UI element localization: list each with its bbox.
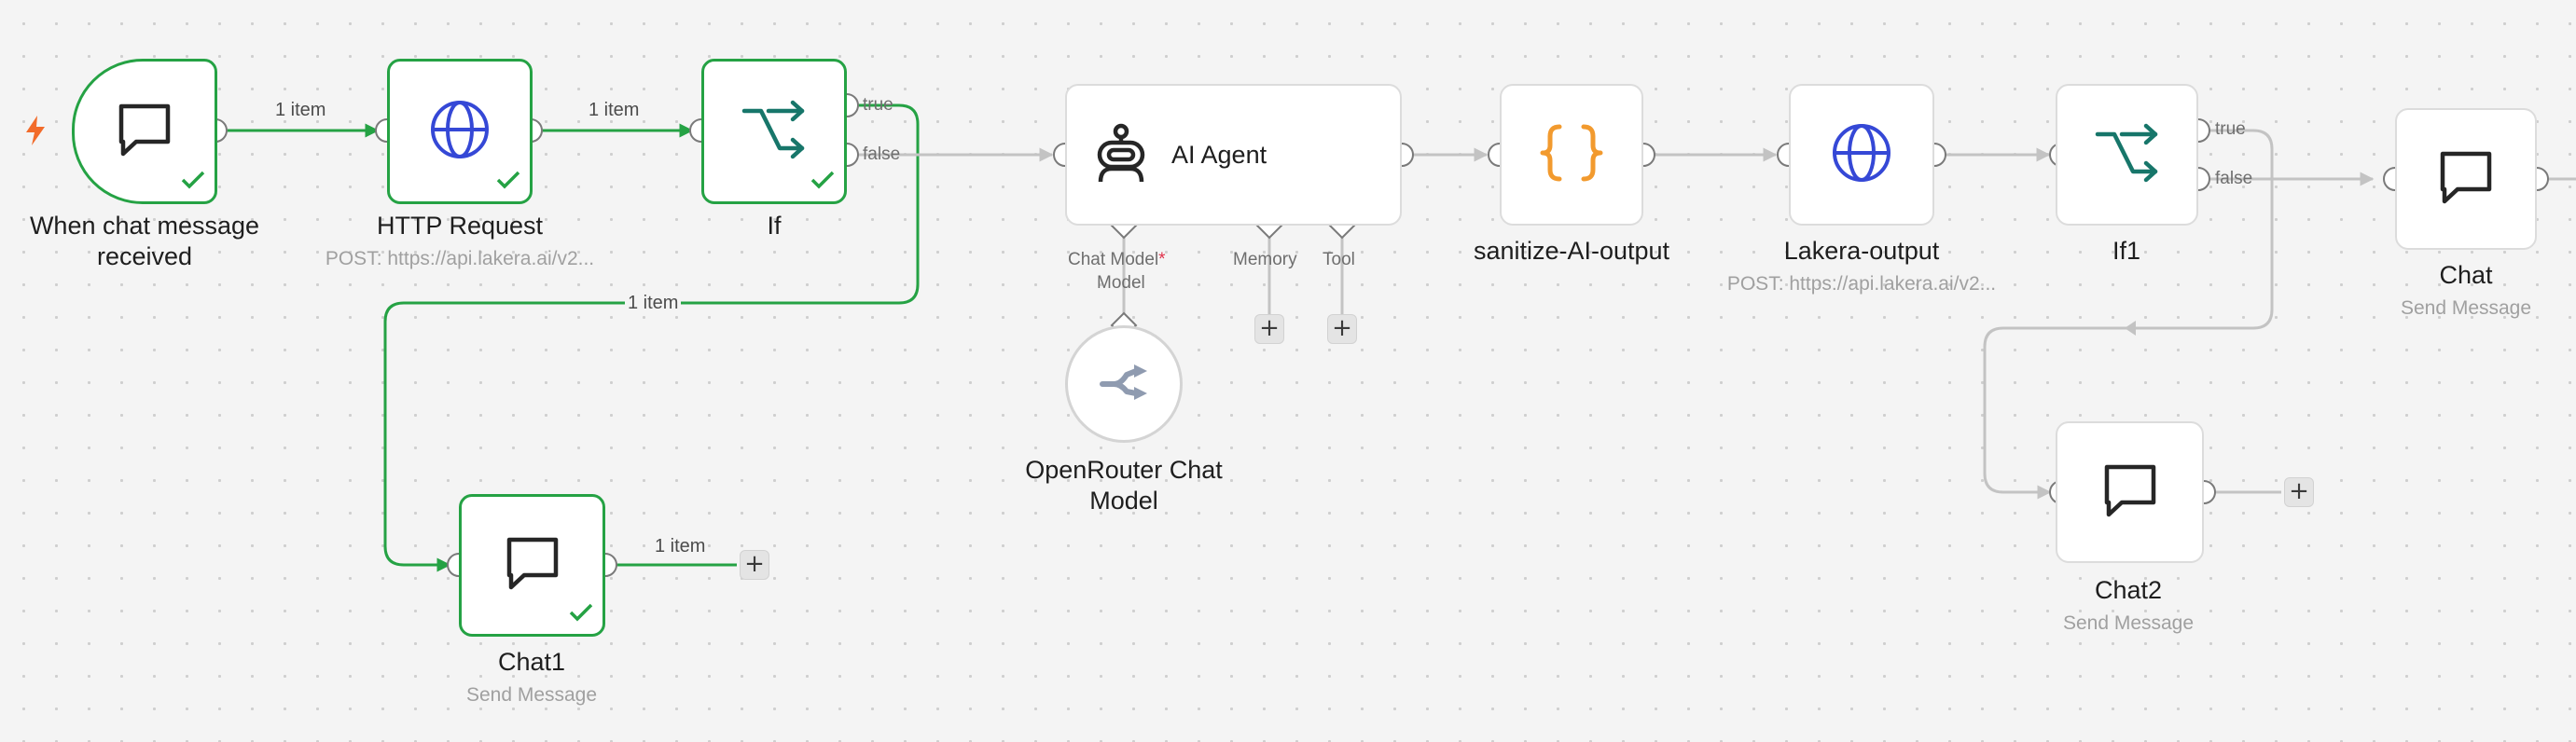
node-chat2[interactable] [2056, 421, 2204, 563]
openrouter-icon [1099, 364, 1149, 405]
node-if[interactable] [701, 59, 847, 204]
trigger-title: When chat message received [29, 212, 260, 270]
chat-subtitle: Send Message [2400, 297, 2532, 319]
wire-if1-true-arrow [2125, 321, 2136, 336]
node-sanitize-ai-output[interactable] [1500, 84, 1643, 226]
openrouter-title: OpenRouter Chat Model [1025, 456, 1223, 515]
chat-bubble-icon [2437, 148, 2495, 211]
tool-port-label: Tool [1323, 250, 1355, 269]
node-ai-agent[interactable]: AI Agent [1065, 84, 1402, 226]
if1-title: If1 [2112, 237, 2141, 265]
robot-icon [1091, 122, 1151, 188]
node-lakera-output[interactable] [1789, 84, 1934, 226]
chat2-add-button[interactable]: + [2284, 477, 2314, 507]
node-chat[interactable] [2395, 108, 2537, 250]
chat1-subtitle: Send Message [465, 684, 598, 706]
chat1-title: Chat1 [497, 648, 566, 676]
chat-title: Chat [2439, 261, 2493, 289]
checkmark-icon [181, 171, 205, 194]
checkmark-icon [496, 171, 520, 194]
chat1-add-button[interactable]: + [740, 550, 769, 580]
if1-false-label: false [2215, 169, 2253, 188]
node-if1[interactable] [2056, 84, 2198, 226]
if-true-label: true [863, 95, 893, 115]
edge-label-trigger-http: 1 item [272, 100, 329, 120]
edge-label-chat1-out: 1 item [652, 536, 709, 556]
lakera-output-subtitle: POST: https://api.lakera.ai/v2... [1726, 273, 1997, 295]
edge-label-http-if: 1 item [586, 100, 643, 120]
globe-icon [429, 99, 491, 165]
node-openrouter-chat-model[interactable] [1065, 325, 1183, 443]
ai-agent-title: AI Agent [1171, 140, 1267, 169]
sanitize-title: sanitize-AI-output [1473, 237, 1670, 265]
add-tool-button[interactable]: + [1327, 314, 1357, 344]
branch-icon [741, 100, 808, 164]
lakera-output-title: Lakera-output [1783, 237, 1940, 265]
checkmark-icon [569, 603, 593, 626]
http-request-title: HTTP Request [376, 212, 544, 240]
globe-icon [1831, 122, 1892, 188]
trigger-bolt-icon [24, 116, 47, 150]
model-port-label: Model [1097, 273, 1145, 293]
node-http-request[interactable] [387, 59, 533, 204]
if-title: If [767, 212, 782, 240]
branch-icon [2094, 123, 2161, 187]
chat-model-port-label: Chat Model* [1068, 250, 1166, 269]
curly-braces-icon [1539, 123, 1604, 187]
chat-bubble-icon [116, 101, 173, 163]
edge-label-if-chat1: 1 item [625, 293, 682, 313]
if1-true-label: true [2215, 119, 2246, 139]
node-chat-trigger[interactable] [72, 59, 217, 204]
checkmark-icon [810, 171, 835, 194]
chat-bubble-icon [2101, 461, 2159, 524]
chat-bubble-icon [504, 534, 561, 597]
memory-port-label: Memory [1233, 250, 1297, 269]
chat2-title: Chat2 [2094, 576, 2163, 604]
add-memory-button[interactable]: + [1254, 314, 1284, 344]
node-chat1[interactable] [459, 494, 605, 637]
chat2-subtitle: Send Message [2062, 612, 2195, 634]
if-false-label: false [863, 144, 901, 164]
http-request-subtitle: POST: https://api.lakera.ai/v2... [325, 248, 595, 269]
